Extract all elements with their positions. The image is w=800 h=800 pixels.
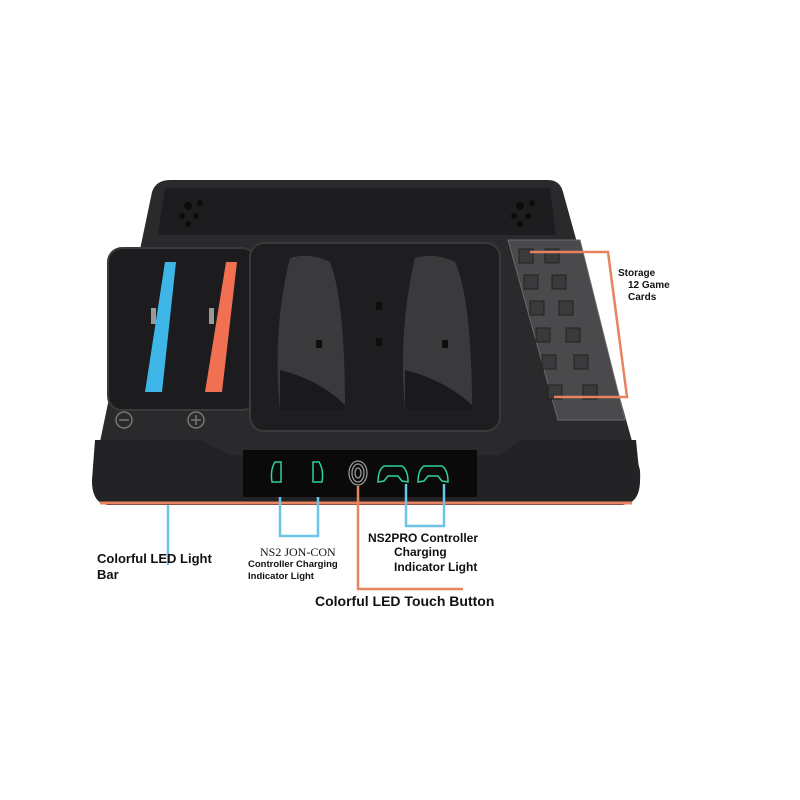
led-bar-label-line: Colorful LED Light: [97, 551, 212, 566]
joycon-label-line: Indicator Light: [248, 570, 314, 582]
joycon-label: NS2 JON-CON Controller Charging Indicato…: [248, 545, 338, 582]
led-bar-label-line: Bar: [97, 566, 119, 582]
indicator-panel: [243, 450, 477, 497]
joycon-label-line: Controller Charging: [248, 559, 338, 571]
storage-label-line: Storage: [618, 268, 656, 279]
controller-cradle-right: [402, 255, 472, 410]
vent-holes-right: [511, 200, 535, 227]
joycon-left-icon: [270, 461, 282, 483]
vent-holes-left: [179, 200, 203, 227]
pro-label: NS2PRO Controller Charging Indicator Lig…: [368, 531, 478, 574]
storage-label-line: 12 Game: [628, 280, 670, 291]
storage-label-line: Cards: [628, 292, 657, 303]
joycon-slot-left: [145, 262, 176, 392]
pro-callout-line: [404, 484, 446, 528]
back-tray: [158, 188, 556, 235]
game-card-slots: [518, 248, 598, 400]
pro-label-line: Charging: [394, 545, 447, 560]
pro-controller-icon: [417, 465, 449, 483]
fingerprint-icon: [348, 460, 368, 486]
touch-button-label: Colorful LED Touch Button: [315, 593, 495, 609]
joycon-right-icon: [312, 461, 324, 483]
pro-label-line: NS2PRO Controller: [368, 531, 479, 545]
storage-label: Storage 12 Game Cards: [618, 268, 670, 304]
joycon-callout-line: [278, 497, 320, 538]
plus-button: [187, 411, 205, 429]
led-bar-label: Colorful LED Light Bar: [97, 551, 212, 582]
touch-button-callout-line: [356, 486, 463, 591]
pro-controller-icon: [377, 465, 409, 483]
minus-button: [115, 411, 133, 429]
controller-cradle-left: [277, 255, 345, 410]
pro-label-line: Indicator Light: [394, 559, 478, 574]
joycon-slot-right: [205, 262, 237, 392]
joycon-label-line: NS2 JON-CON: [260, 545, 336, 559]
storage-callout-line: [530, 250, 629, 399]
